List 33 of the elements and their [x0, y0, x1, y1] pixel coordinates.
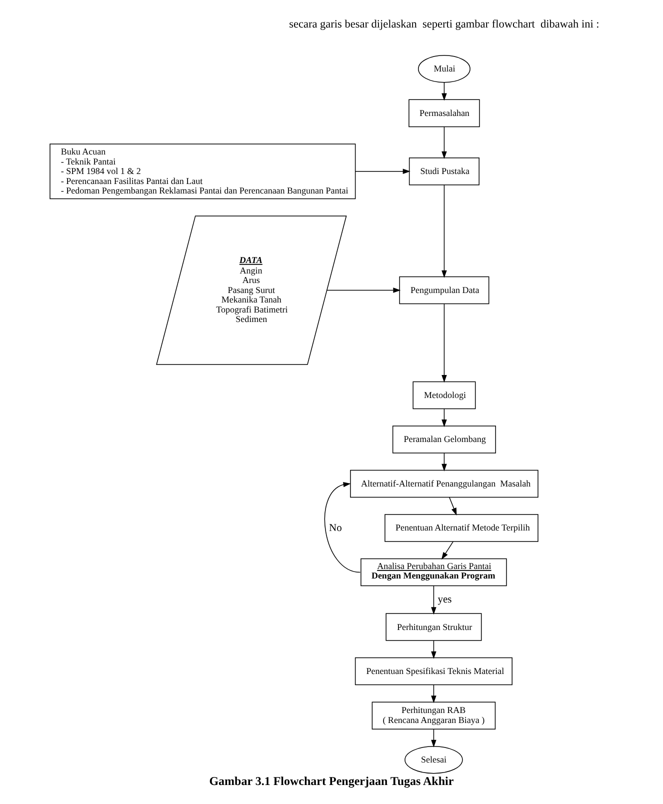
arrow — [441, 541, 454, 560]
node-box: Perhitungan RAB ( Rencana Anggaran Biaya ) — [372, 702, 496, 730]
node-box: Studi Pustaka — [408, 157, 480, 186]
node-ellipse: Selesai — [404, 746, 463, 774]
node-box: Penentuan Spesifikasi Teknis Material — [354, 657, 512, 686]
arrow — [431, 684, 436, 704]
caption: Gambar 3.1 Flowchart Pengerjaan Tugas Akhir — [209, 774, 454, 788]
node-box: Pengumpulan Data — [399, 276, 490, 304]
arrow — [442, 82, 447, 101]
arrow — [442, 304, 447, 383]
arrow — [442, 126, 447, 159]
node-box: Permasalahan — [408, 99, 480, 128]
node-box: Perhitungan Struktur — [386, 613, 482, 641]
arrow — [324, 482, 361, 573]
arrow — [442, 408, 447, 428]
node-box: Analisa Perubahan Garis Pantai Dengan Menggunakan Program — [360, 558, 507, 586]
arrow — [449, 496, 457, 516]
node-box: Peramalan Gelombang — [392, 426, 496, 454]
arrow — [442, 452, 447, 472]
node-box: Alternatif-Alternatif Penanggulangan Masalah — [350, 470, 538, 498]
arrow — [431, 586, 436, 615]
node-box: Buku Acuan - Teknik Pantai - SPM 1984 vol 1 & 2 - Perencanaan Fasilitas Pantai dan Laut - Pedoman Pengembangan Reklamasi Pantai dan Perencanaan Bangunan Pantai — [50, 144, 356, 200]
edge-label: yes — [438, 594, 452, 606]
edge-label: No — [329, 522, 342, 534]
label: secara garis besar dijelaskan seperti gambar flowchart dibawah ini : — [289, 18, 600, 30]
node-box: Metodologi — [412, 381, 476, 410]
arrow — [326, 288, 401, 293]
arrow — [442, 184, 447, 278]
arrow — [431, 728, 436, 748]
arrow — [355, 168, 410, 174]
arrow — [431, 640, 436, 659]
node-ellipse: Mulai — [418, 55, 470, 83]
node-box: Penentuan Alternatif Metode Terpilih — [384, 514, 538, 542]
